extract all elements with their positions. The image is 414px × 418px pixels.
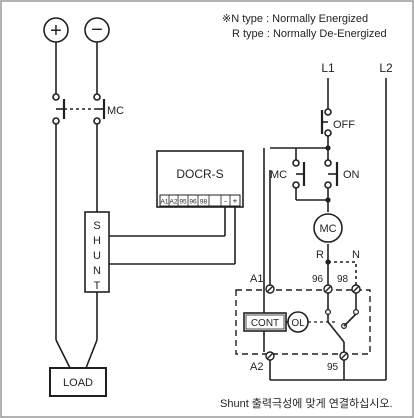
- t96-label: 96: [312, 274, 324, 285]
- terminal-plus: +: [233, 197, 238, 206]
- shunt-letter-s: S: [93, 220, 100, 232]
- minus-symbol: −: [91, 19, 103, 41]
- on-pushbutton: [324, 159, 339, 189]
- a2-label: A2: [250, 361, 263, 373]
- shunt-box: S H U N T: [84, 211, 110, 293]
- off-pushbutton: [320, 108, 332, 137]
- load-box: LOAD: [49, 367, 107, 397]
- shunt-signal-wires: [109, 206, 236, 265]
- mc-contact-dc: [52, 93, 106, 125]
- relay-dashed-box: [235, 289, 371, 355]
- terminal-minus: -: [224, 197, 227, 206]
- note-normally-energized: ※N type : Normally Energized: [222, 13, 368, 25]
- mc-coil: MC: [313, 213, 343, 243]
- ac-wiring: [295, 78, 387, 381]
- shunt-letter-t: T: [94, 280, 101, 292]
- junction-dots: [325, 145, 331, 265]
- dc-wiring: [55, 42, 98, 369]
- note-normally-deenergized: R type : Normally De-Energized: [232, 28, 387, 40]
- t98-label: 98: [337, 274, 349, 285]
- ol-label: OL: [291, 318, 305, 329]
- relay-arm: [343, 313, 357, 327]
- t95-label: 95: [327, 362, 339, 373]
- load-label: LOAD: [63, 377, 93, 389]
- n-label: N: [352, 249, 360, 261]
- on-label: ON: [343, 169, 360, 181]
- relay-terminals: [265, 284, 361, 361]
- mc-coil-label: MC: [319, 223, 336, 235]
- footer-note: Shunt 출력극성에 맞게 연결하십시오.: [220, 396, 393, 410]
- terminal-a1: A1: [161, 199, 169, 206]
- off-label: OFF: [333, 119, 355, 131]
- mc-hold-label: MC: [270, 169, 287, 181]
- terminal-a2: A2: [170, 199, 178, 206]
- device-name: DOCR-S: [176, 167, 223, 181]
- terminal-95: 95: [179, 199, 187, 206]
- terminal-96: 96: [189, 199, 197, 206]
- l1-label: L1: [321, 61, 335, 75]
- shunt-letter-u: U: [93, 250, 101, 262]
- r-label: R: [316, 249, 324, 261]
- mc-contact-label: MC: [107, 105, 124, 117]
- mc-hold-contact: [292, 159, 306, 189]
- cont-label: CONT: [251, 318, 279, 329]
- terminal-98: 98: [200, 199, 208, 206]
- shunt-letter-h: H: [93, 235, 101, 247]
- cont-ol-block: CONT OL: [243, 311, 336, 333]
- plus-symbol: +: [50, 20, 62, 42]
- relay-contact-dots: [325, 309, 360, 330]
- docr-s-device: DOCR-S A1 A2 95 96 98 - +: [156, 150, 244, 208]
- l2-label: L2: [379, 61, 393, 75]
- minus-terminal: −: [84, 17, 110, 43]
- shunt-letter-n: N: [93, 265, 101, 277]
- a1-label: A1: [250, 273, 263, 285]
- plus-terminal: +: [43, 17, 69, 43]
